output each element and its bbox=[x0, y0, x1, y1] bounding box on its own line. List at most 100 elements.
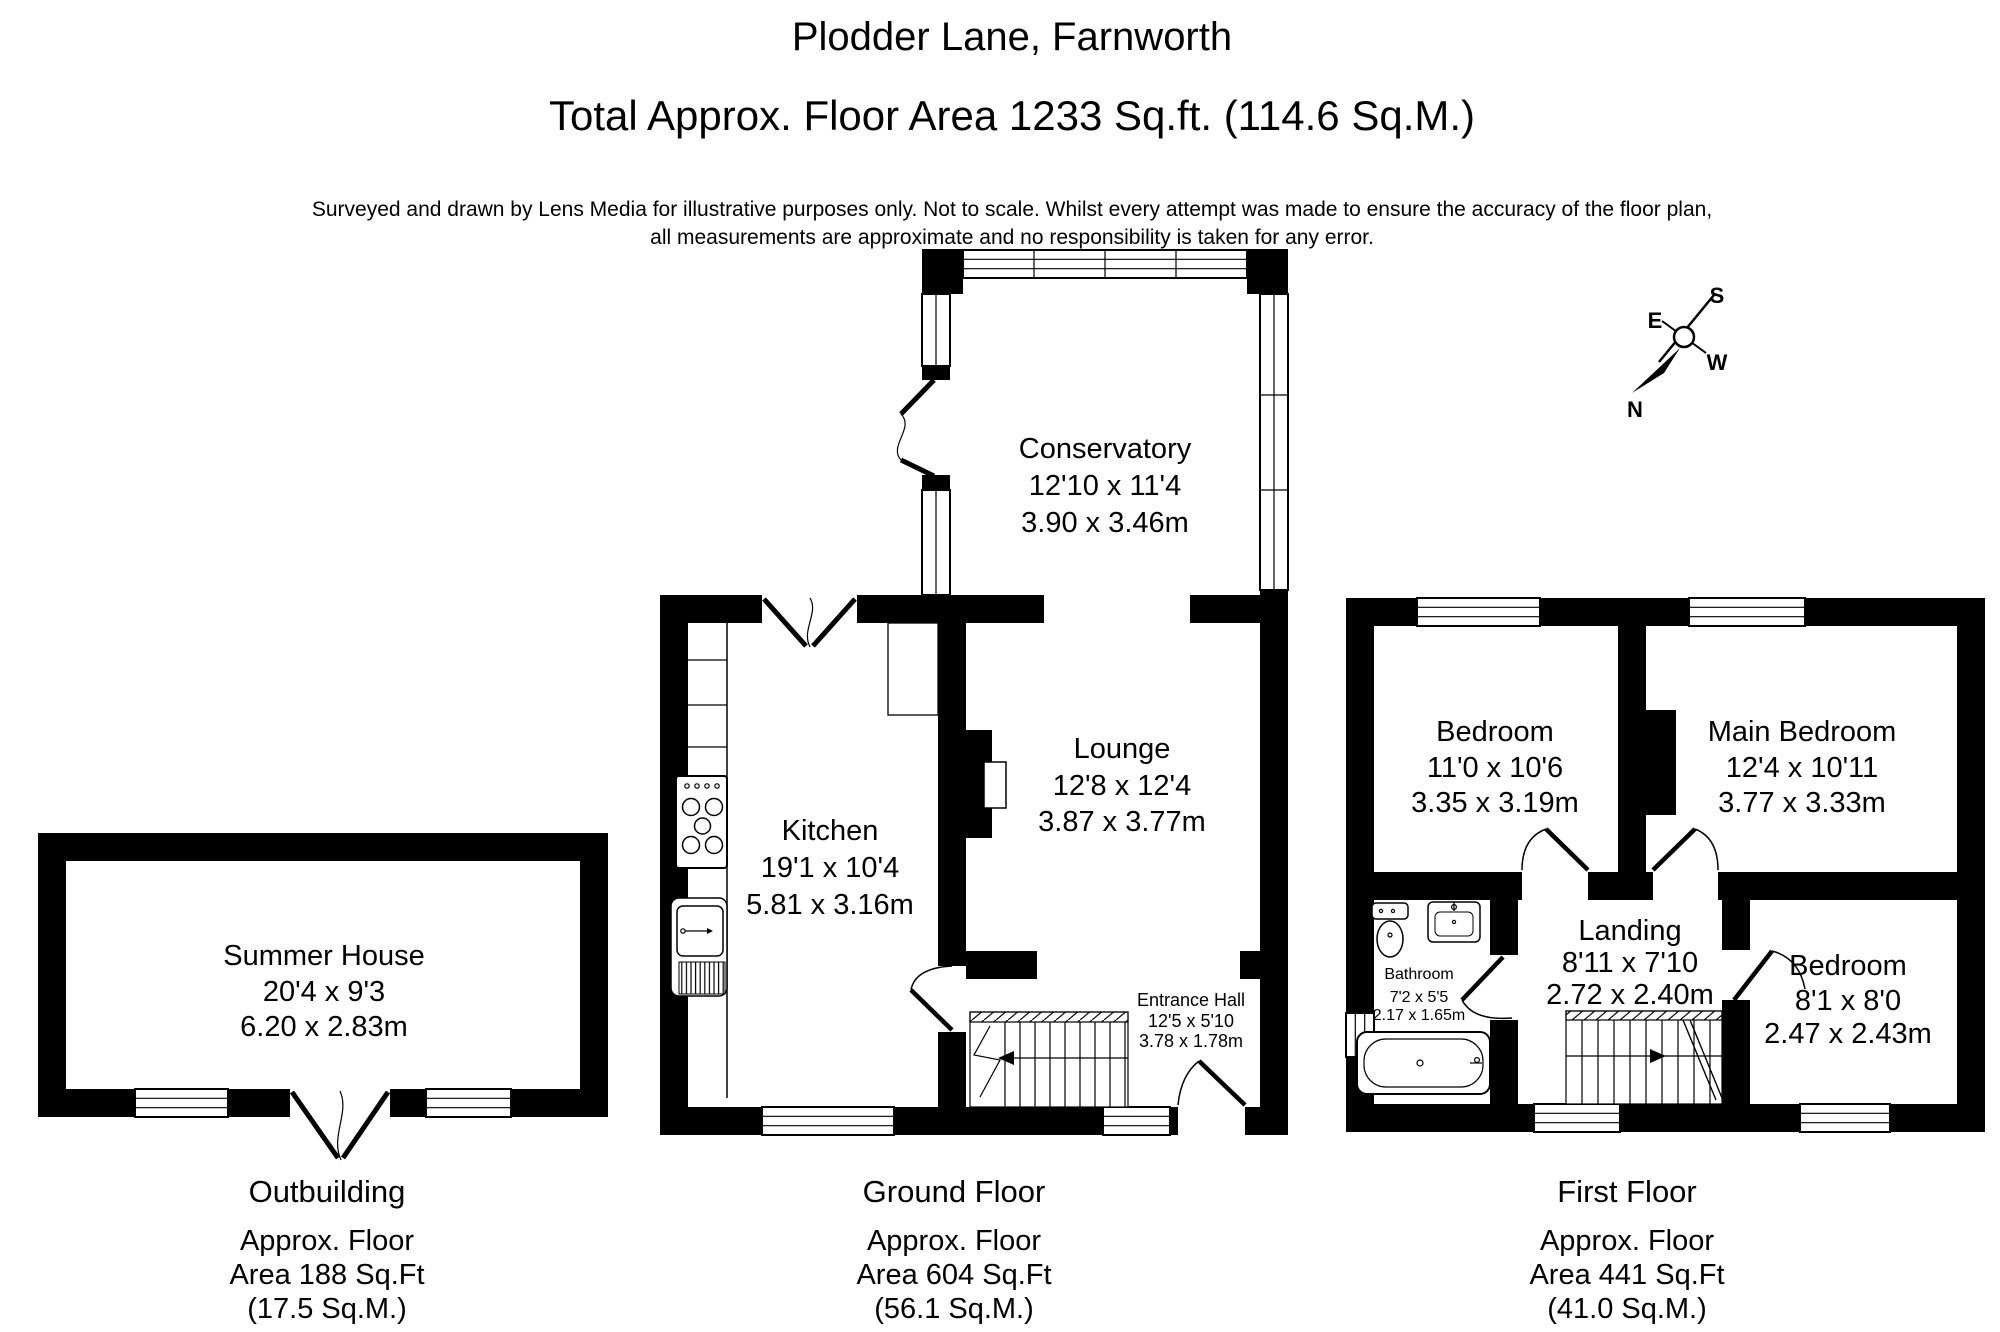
disclaimer-line-1: Surveyed and drawn by Lens Media for ill… bbox=[312, 198, 1712, 221]
window bbox=[1416, 597, 1541, 627]
window bbox=[425, 1088, 512, 1118]
room-dim-metric: 3.90 x 3.46m bbox=[1021, 507, 1189, 539]
section-area-line1: Approx. Floor bbox=[240, 1225, 414, 1257]
room-label-bathroom: Bathroom 7'2 x 5'5 2.17 x 1.65m bbox=[1373, 966, 1466, 1024]
section-area-line3: (41.0 Sq.M.) bbox=[1547, 1293, 1707, 1325]
room-dim-imperial: 19'1 x 10'4 bbox=[761, 852, 899, 884]
french-door bbox=[762, 597, 857, 648]
double-door bbox=[289, 1090, 391, 1161]
front-door bbox=[1177, 1059, 1247, 1107]
section-area-line2: Area 188 Sq.Ft bbox=[229, 1259, 424, 1291]
room-dim-metric: 3.87 x 3.77m bbox=[1038, 806, 1206, 838]
header: Plodder Lane, Farnworth Total Approx. Fl… bbox=[312, 15, 1712, 249]
chimney-breast bbox=[1646, 710, 1676, 815]
french-door bbox=[896, 378, 936, 479]
room-name: Entrance Hall bbox=[1137, 990, 1245, 1010]
compass-south-label: S bbox=[1710, 283, 1725, 308]
window bbox=[761, 1106, 895, 1136]
drainer-icon bbox=[678, 961, 726, 995]
room-dim-imperial: 11'0 x 10'6 bbox=[1427, 752, 1563, 784]
stairs-direction-arrow bbox=[1650, 1049, 1666, 1063]
room-dim-imperial: 7'2 x 5'5 bbox=[1390, 989, 1449, 1006]
room-dim-metric: 3.35 x 3.19m bbox=[1411, 787, 1579, 819]
room-dim-metric: 6.20 x 2.83m bbox=[240, 1011, 408, 1043]
room-dim-imperial: 12'8 x 12'4 bbox=[1053, 770, 1191, 802]
room-label-bedroom3: Bedroom 8'1 x 8'0 2.47 x 2.43m bbox=[1764, 950, 1932, 1050]
section-title: Ground Floor bbox=[863, 1174, 1046, 1209]
door bbox=[1732, 949, 1806, 1002]
toilet-icon bbox=[1371, 902, 1409, 958]
room-label-entrance-hall: Entrance Hall 12'5 x 5'10 3.78 x 1.78m bbox=[1137, 990, 1245, 1051]
total-area-subtitle: Total Approx. Floor Area 1233 Sq.ft. (11… bbox=[549, 92, 1475, 139]
compass-west-label: W bbox=[1707, 350, 1728, 375]
window bbox=[962, 249, 1248, 279]
room-dim-imperial: 20'4 x 9'3 bbox=[263, 976, 385, 1008]
room-label-summer-house: Summer House 20'4 x 9'3 6.20 x 2.83m bbox=[223, 940, 424, 1043]
outbuilding-plan: Summer House 20'4 x 9'3 6.20 x 2.83m bbox=[38, 833, 608, 1161]
stairs-direction-arrow bbox=[998, 1051, 1014, 1065]
compass-north-label: N bbox=[1627, 397, 1643, 422]
room-label-landing: Landing 8'11 x 7'10 2.72 x 2.40m bbox=[1546, 915, 1714, 1011]
room-name: Bathroom bbox=[1384, 966, 1453, 983]
room-name: Lounge bbox=[1074, 733, 1171, 765]
section-label-first-floor: First Floor Approx. Floor Area 441 Sq.Ft… bbox=[1529, 1174, 1724, 1325]
room-dim-metric: 3.77 x 3.33m bbox=[1718, 787, 1886, 819]
section-label-ground-floor: Ground Floor Approx. Floor Area 604 Sq.F… bbox=[856, 1174, 1051, 1325]
section-area-line1: Approx. Floor bbox=[867, 1225, 1041, 1257]
section-area-line3: (56.1 Sq.M.) bbox=[874, 1293, 1034, 1325]
room-name: Bedroom bbox=[1789, 950, 1907, 982]
room-dim-metric: 2.72 x 2.40m bbox=[1546, 979, 1714, 1011]
room-label-main-bedroom: Main Bedroom 12'4 x 10'11 3.77 x 3.33m bbox=[1708, 716, 1897, 819]
room-dim-imperial: 8'1 x 8'0 bbox=[1795, 985, 1901, 1017]
room-dim-imperial: 8'11 x 7'10 bbox=[1562, 947, 1698, 979]
room-dim-metric: 2.47 x 2.43m bbox=[1764, 1018, 1932, 1050]
room-label-bedroom1: Bedroom 11'0 x 10'6 3.35 x 3.19m bbox=[1411, 716, 1579, 819]
door bbox=[1460, 955, 1513, 1020]
room-dim-imperial: 12'10 x 11'4 bbox=[1029, 470, 1181, 502]
room-name: Summer House bbox=[223, 940, 424, 972]
compass-icon: S E W N bbox=[1627, 283, 1728, 422]
room-name: Kitchen bbox=[782, 815, 879, 847]
door bbox=[1521, 827, 1590, 872]
hob-icon bbox=[675, 775, 728, 869]
window bbox=[1533, 1103, 1621, 1133]
section-label-outbuilding: Outbuilding Approx. Floor Area 188 Sq.Ft… bbox=[229, 1174, 424, 1325]
room-dim-imperial: 12'4 x 10'11 bbox=[1726, 752, 1878, 784]
section-title: First Floor bbox=[1557, 1174, 1697, 1209]
window bbox=[1799, 1103, 1891, 1133]
door bbox=[1651, 827, 1719, 872]
room-label-lounge: Lounge 12'8 x 12'4 3.87 x 3.77m bbox=[1038, 733, 1206, 838]
compass-east-label: E bbox=[1648, 308, 1663, 333]
section-area-line2: Area 604 Sq.Ft bbox=[856, 1259, 1051, 1291]
stairs bbox=[1565, 1010, 1723, 1105]
room-label-conservatory: Conservatory 12'10 x 11'4 3.90 x 3.46m bbox=[1019, 433, 1192, 539]
bath-icon bbox=[1356, 1031, 1491, 1095]
room-name: Conservatory bbox=[1019, 433, 1192, 465]
page-title: Plodder Lane, Farnworth bbox=[792, 15, 1232, 59]
window bbox=[1259, 293, 1289, 591]
first-floor-plan: Bedroom 11'0 x 10'6 3.35 x 3.19m Main Be… bbox=[1345, 597, 1985, 1133]
ground-floor-plan: Kitchen 19'1 x 10'4 5.81 x 3.16m Lounge … bbox=[660, 595, 1288, 1136]
window bbox=[921, 489, 951, 596]
room-label-kitchen: Kitchen 19'1 x 10'4 5.81 x 3.16m bbox=[746, 815, 914, 921]
kitchen-cupboard bbox=[887, 622, 939, 716]
window bbox=[921, 293, 951, 367]
section-area-line2: Area 441 Sq.Ft bbox=[1529, 1259, 1724, 1291]
room-dim-metric: 3.78 x 1.78m bbox=[1139, 1031, 1243, 1051]
section-area-line1: Approx. Floor bbox=[1540, 1225, 1714, 1257]
room-dim-imperial: 12'5 x 5'10 bbox=[1148, 1011, 1234, 1031]
stairs bbox=[969, 1011, 1129, 1108]
window bbox=[1102, 1106, 1171, 1136]
section-area-line3: (17.5 Sq.M.) bbox=[247, 1293, 407, 1325]
room-dim-metric: 5.81 x 3.16m bbox=[746, 889, 914, 921]
fireplace bbox=[966, 730, 1007, 838]
bathroom-sink-icon bbox=[1427, 901, 1481, 943]
room-name: Bedroom bbox=[1436, 716, 1554, 748]
room-dim-metric: 2.17 x 1.65m bbox=[1373, 1007, 1466, 1024]
door bbox=[909, 965, 954, 1032]
room-name: Landing bbox=[1578, 915, 1681, 947]
room-name: Main Bedroom bbox=[1708, 716, 1897, 748]
kitchen-sink-icon bbox=[670, 897, 728, 997]
